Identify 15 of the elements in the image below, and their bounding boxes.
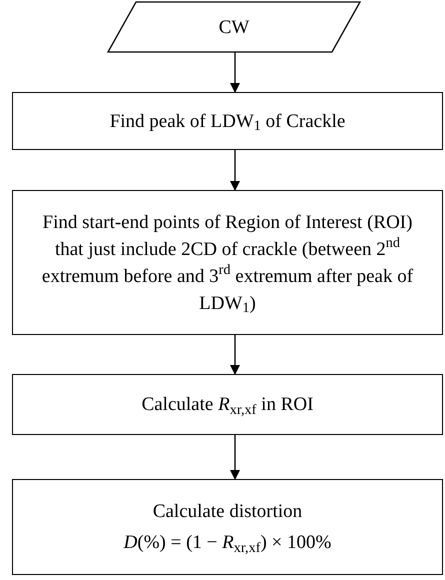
arrow [230,335,240,375]
step-text: Calculate distortion [152,500,302,524]
input-parallelogram [106,1,362,53]
step-text: D(%) = (1 − R$_{xr,xf}$) × 100% [124,531,332,556]
step-text: Find peak of LDW$_{1}$ of Crackle [110,110,346,134]
process-box [12,92,443,150]
process-box [12,190,443,335]
process-box [12,374,443,435]
arrow [230,150,240,191]
arrow [230,435,240,480]
input-label: CW [218,16,250,40]
step-text: Find start-end points of Region of Interest (ROI) that just include 2CD of crackle (between 2$^{nd}$ extremum before and 3$^{rd}$ extremum after peak of LDW$_{1}$) [40,210,414,316]
step-text: Calculate R$_{xr,xf}$ in ROI [142,393,314,418]
arrow [230,52,240,93]
process-box [12,479,443,575]
